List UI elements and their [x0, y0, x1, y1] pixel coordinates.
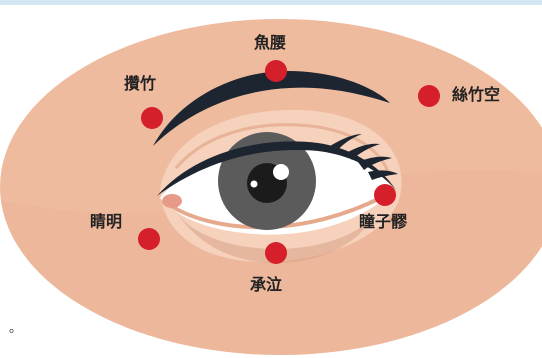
acupoint-dot-jingming: [138, 228, 160, 250]
inner-eye-corner: [162, 194, 182, 208]
acupoint-label-cuanzhu: 攢竹: [124, 76, 156, 92]
eye-highlight-small: [251, 181, 258, 188]
acupoint-dot-tongziliao: [374, 184, 396, 206]
acupoint-label-jingming: 睛明: [90, 214, 122, 230]
acupoint-label-chengqi: 承泣: [250, 277, 282, 293]
acupoint-label-tongziliao: 瞳子髎: [359, 214, 407, 230]
acupoint-dot-sizhukong: [418, 85, 440, 107]
acupoint-label-sizhukong: 絲竹空: [452, 87, 500, 103]
acupoint-dot-cuanzhu: [141, 107, 163, 129]
acupoint-label-yuyao: 魚腰: [254, 35, 286, 51]
footnote-mark: 。: [9, 322, 22, 335]
acupoint-dot-yuyao: [265, 60, 287, 82]
eye-highlight-large: [273, 164, 289, 180]
acupoint-dot-chengqi: [265, 242, 287, 264]
